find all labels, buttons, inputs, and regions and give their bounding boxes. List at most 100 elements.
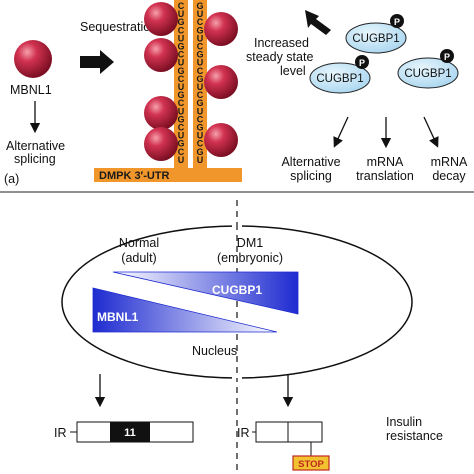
rna-right-nucleotide: G xyxy=(196,1,203,11)
rna-left-nucleotide: U xyxy=(178,82,185,92)
sequestration-label: Sequestration xyxy=(80,20,157,34)
rna-right-nucleotide: U xyxy=(197,33,204,43)
increased-line3: level xyxy=(280,64,306,78)
rna-right-strand xyxy=(193,0,207,168)
cugbp1-wedge-label: CUGBP1 xyxy=(212,283,262,297)
mbnl1-wedge xyxy=(92,287,278,333)
rna-left-nucleotide: G xyxy=(177,17,184,27)
phospho-label: P xyxy=(394,17,400,27)
panel-label-a: (a) xyxy=(4,172,19,186)
exon-11 xyxy=(110,422,150,442)
rna-left-nucleotide: C xyxy=(178,147,185,157)
rna-left-nucleotide: U xyxy=(178,33,185,43)
insulin-line1: Insulin xyxy=(386,415,422,429)
rna-right-nucleotide: G xyxy=(196,50,203,60)
cugbp1-arrow xyxy=(305,10,331,35)
alt-splicing-left-line2: splicing xyxy=(14,152,56,166)
outcome-arrow-decay xyxy=(423,116,439,148)
rna-left-nucleotide: C xyxy=(178,74,185,84)
rna-right-nucleotide: C xyxy=(197,42,204,52)
rna-left-nucleotide: G xyxy=(177,114,184,124)
stop-sign xyxy=(292,455,330,471)
dmpk-utr-label: DMPK 3′-UTR xyxy=(99,170,170,182)
rna-left-nucleotide: C xyxy=(178,1,185,11)
insulin-line2: resistance xyxy=(386,429,443,443)
rna-right-nucleotide: G xyxy=(196,74,203,84)
rna-right-nucleotide: U xyxy=(197,9,204,19)
rna-right-nucleotide: C xyxy=(197,17,204,27)
rna-left-nucleotide: C xyxy=(178,98,185,108)
rna-left-nucleotide: G xyxy=(177,90,184,100)
alt-splicing-left-line1: Alternative xyxy=(6,139,65,153)
ir-right-label: IR xyxy=(237,426,250,440)
rna-right-nucleotide: U xyxy=(197,58,204,68)
dm1-label-line1: DM1 xyxy=(237,236,263,250)
increased-line1: Increased xyxy=(254,36,309,50)
mbnl1-sphere-bound xyxy=(204,65,238,99)
ir-left-label: IR xyxy=(54,426,67,440)
stop-label: STOP xyxy=(298,459,324,470)
rna-right-nucleotide: C xyxy=(197,90,204,100)
mbnl1-sphere-free xyxy=(14,40,52,78)
normal-label-line2: (adult) xyxy=(121,251,156,265)
ir-right-gene xyxy=(255,421,323,443)
cugbp1-wedge xyxy=(112,271,299,315)
outcome-decay-line1: mRNA xyxy=(431,155,468,169)
rna-right-nucleotide: C xyxy=(197,139,204,149)
dm1-label-line2: (embryonic) xyxy=(217,251,283,265)
rna-left-nucleotide: U xyxy=(178,155,185,165)
rna-left-nucleotide: G xyxy=(177,139,184,149)
cugbp1-protein: CUGBP1 P xyxy=(397,49,459,89)
rna-right-nucleotide: U xyxy=(197,155,204,165)
outcome-splicing-line1: Alternative xyxy=(281,155,340,169)
cugbp1-protein: CUGBP1 P xyxy=(309,55,371,94)
nucleus-label: Nucleus xyxy=(192,344,237,358)
dmpk-utr-bar xyxy=(94,168,242,182)
mbnl1-sphere-bound xyxy=(144,127,178,161)
rna-right-nucleotide: C xyxy=(197,66,204,76)
rna-right-nucleotide: U xyxy=(197,82,204,92)
outcome-translation-line1: mRNA xyxy=(367,155,404,169)
rna-right-nucleotide: G xyxy=(196,147,203,157)
rna-right-nucleotide: U xyxy=(197,131,204,141)
rna-left-strand xyxy=(174,0,188,168)
rna-left-nucleotide: U xyxy=(178,131,185,141)
cugbp1-label: CUGBP1 xyxy=(352,33,399,45)
cugbp1-label: CUGBP1 xyxy=(404,68,451,80)
rna-left-nucleotide: U xyxy=(178,58,185,68)
outcome-decay-line2: decay xyxy=(432,169,466,183)
rna-left-nucleotide: C xyxy=(178,25,185,35)
mbnl1-wedge-label: MBNL1 xyxy=(97,310,139,324)
rna-left-nucleotide: U xyxy=(178,106,185,116)
mbnl1-sphere-bound xyxy=(144,38,178,72)
exon-11-label: 11 xyxy=(124,427,136,439)
cugbp1-protein: CUGBP1 P xyxy=(345,14,407,54)
outcome-translation-line2: translation xyxy=(356,169,414,183)
mbnl1-sphere-bound xyxy=(204,12,238,46)
mbnl1-sphere-bound xyxy=(204,123,238,157)
rna-left-nucleotide: G xyxy=(177,66,184,76)
rna-left-nucleotide: C xyxy=(178,50,185,60)
mbnl1-sphere-bound xyxy=(144,96,178,130)
phospho-label: P xyxy=(359,58,365,68)
rna-left-nucleotide: U xyxy=(178,9,185,19)
increased-line2: steady state xyxy=(246,50,313,64)
rna-right-nucleotide: C xyxy=(197,114,204,124)
cugbp1-label: CUGBP1 xyxy=(316,73,363,85)
sequestration-arrow xyxy=(80,50,114,74)
outcome-splicing-line2: splicing xyxy=(290,169,332,183)
rna-left-nucleotide: G xyxy=(177,42,184,52)
rna-left-nucleotide: C xyxy=(178,123,185,133)
outcome-arrow-splicing xyxy=(333,116,349,148)
rna-right-nucleotide: G xyxy=(196,25,203,35)
rna-right-nucleotide: G xyxy=(196,98,203,108)
mbnl1-label: MBNL1 xyxy=(10,83,52,97)
rna-right-nucleotide: G xyxy=(196,123,203,133)
mbnl1-sphere-bound xyxy=(144,2,178,36)
rna-right-nucleotide: U xyxy=(197,106,204,116)
normal-label-line1: Normal xyxy=(119,236,159,250)
phospho-label: P xyxy=(444,52,450,62)
